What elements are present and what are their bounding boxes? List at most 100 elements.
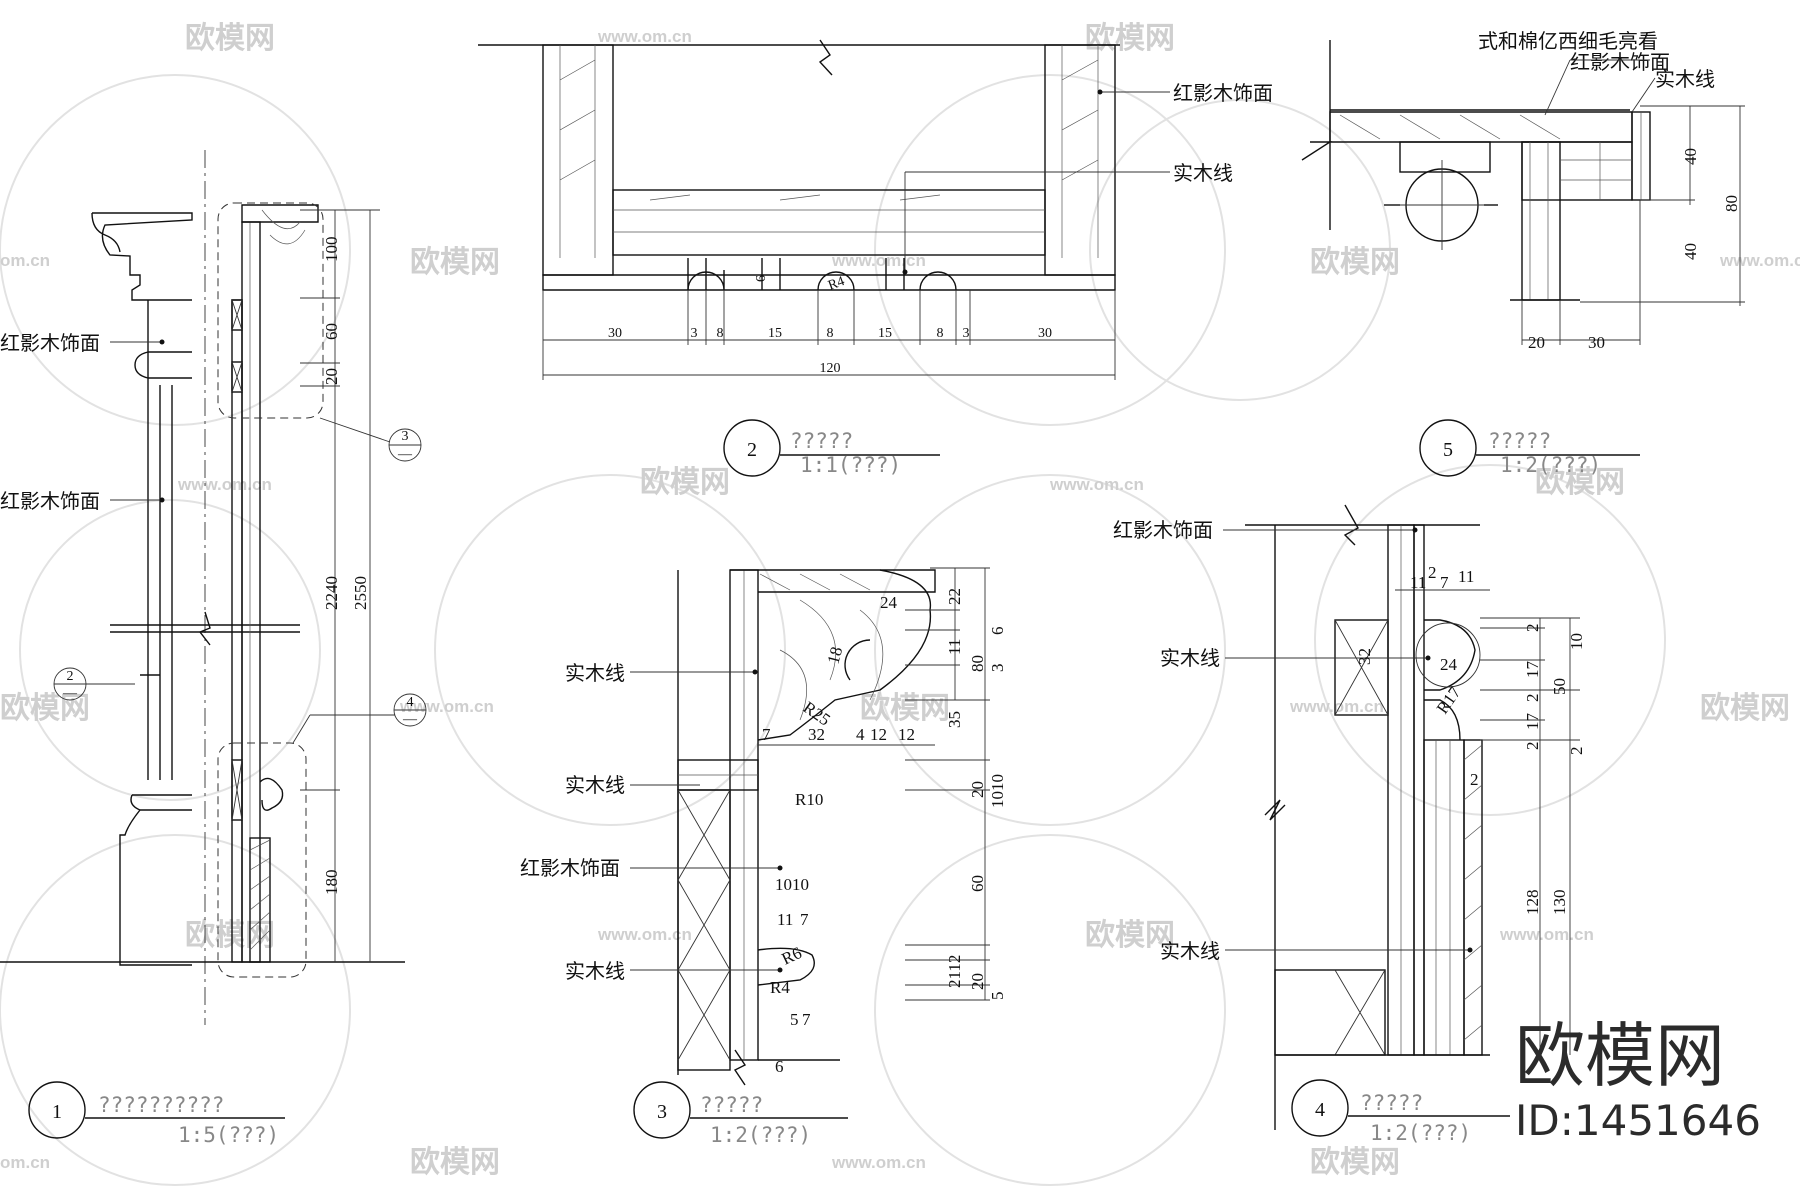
watermark-text: 欧模网	[1085, 918, 1175, 953]
label-solid-wood: 实木线	[565, 959, 625, 983]
dim-4-130: 130	[1550, 890, 1569, 916]
detail-5-title: ?????	[1488, 429, 1551, 453]
dim-4-10: 10	[1567, 633, 1586, 650]
label-red-veneer: 红影木饰面	[1173, 81, 1273, 105]
watermark-text: 欧模网	[410, 1145, 500, 1180]
dim-4-2: 2	[1523, 624, 1542, 633]
detail-3-scale: 1:2(???)	[710, 1123, 811, 1147]
dim-5-40: 40	[1681, 148, 1700, 165]
dim-3-1010: 1010	[775, 875, 809, 894]
watermark-url: om.cn	[0, 251, 50, 270]
label-red-veneer: 红影木饰面	[0, 489, 100, 513]
watermark-url: om.cn	[0, 1153, 50, 1172]
dim-5-80: 80	[1722, 195, 1741, 212]
dim-3-20: 20	[968, 781, 987, 798]
detail-5-scale: 1:2(???)	[1500, 453, 1601, 477]
watermark-text: 欧模网	[1310, 245, 1400, 280]
label-red-veneer: 红影木饰面	[1113, 518, 1213, 542]
detail-4-number: 4	[1315, 1099, 1325, 1121]
callout-2-number: 2	[67, 669, 74, 684]
callout-4-sheet: —	[402, 712, 418, 727]
detail-1-column: 3 — 4 — 2 — 100 60 20 2240 2550 180 红影木饰…	[0, 150, 427, 1147]
dim-2-15: 15	[768, 326, 782, 341]
watermark-url: www.om.cn	[597, 27, 692, 46]
dim-5-20: 20	[1528, 333, 1545, 352]
watermark-text: 欧模网	[860, 691, 950, 726]
dim-4-r17: R17	[1433, 683, 1465, 718]
dim-3-80: 80	[968, 655, 987, 672]
dim-3-18: 18	[824, 645, 847, 666]
dim-3-12: 12	[870, 725, 887, 744]
label-solid-wood: 实木线	[1160, 646, 1220, 670]
dim-3-22: 22	[945, 588, 964, 605]
dim-4-2: 2	[1523, 694, 1542, 703]
dim-2-15: 15	[878, 326, 892, 341]
dim-4-2: 2	[1523, 742, 1542, 751]
dim-4-17: 17	[1523, 713, 1542, 731]
watermark-url: www.om.cn	[399, 697, 494, 716]
brand-id: ID:1451646	[1515, 1096, 1761, 1145]
detail-5-corner-section: 式和棉亿西细毛亮看 红影木饰面 实木线 40 40 80 20 30 5 ???…	[1301, 29, 1745, 477]
dim-5-30: 30	[1588, 333, 1605, 352]
detail-1-number: 1	[52, 1101, 62, 1123]
callout-2-sheet: —	[62, 686, 78, 701]
dim-4-17: 17	[1523, 661, 1542, 679]
watermark-url: www.om.cn	[1049, 475, 1144, 494]
label-partial-top: 式和棉亿西细毛亮看	[1478, 29, 1658, 53]
dim-3-24: 24	[880, 593, 898, 612]
dim-2-120: 120	[820, 361, 841, 376]
detail-4-title: ?????	[1360, 1091, 1423, 1115]
detail-3-title: ?????	[700, 1093, 763, 1117]
dim-3-r10: R10	[795, 790, 823, 809]
dim-3-7: 7	[802, 1010, 811, 1029]
dim-2-8: 8	[937, 326, 944, 341]
label-solid-wood: 实木线	[565, 773, 625, 797]
dim-2-6: 6	[754, 275, 769, 282]
dim-4-24: 24	[1440, 655, 1458, 674]
dim-3-11: 11	[945, 639, 964, 655]
dim-3-11: 11	[777, 910, 793, 929]
dim-3-4: 4	[856, 725, 865, 744]
dim-3-60: 60	[968, 875, 987, 892]
dim-1-2550: 2550	[351, 576, 370, 610]
dim-3-3: 3	[988, 664, 1007, 673]
detail-3-cornice-section: 实木线 实木线 红影木饰面 实木线 22 6 11 3 80 35 20 101…	[520, 567, 1007, 1147]
watermark-text: 欧模网	[1700, 691, 1790, 726]
detail-4-base-section: 红影木饰面 实木线 实木线 11 2 7 11 32 24 R17 2 2 10…	[1113, 504, 1586, 1145]
dim-1-20: 20	[322, 368, 341, 385]
watermark-text: 欧模网	[1535, 465, 1625, 500]
dim-4-2: 2	[1567, 747, 1586, 756]
watermark-text: 欧模网	[640, 465, 730, 500]
detail-2-number: 2	[747, 439, 757, 461]
dim-4-128: 128	[1523, 890, 1542, 916]
dim-4-50: 50	[1550, 678, 1569, 695]
detail-2-scale: 1:1(???)	[800, 453, 901, 477]
dim-2-30: 30	[1038, 326, 1052, 341]
watermark-text: 欧模网	[0, 691, 90, 726]
detail-2-frame-section: 红影木饰面 实木线 30 3 8 15 8 15 8 3 30 120 6 R4…	[478, 39, 1273, 477]
dim-3-5: 5	[790, 1010, 799, 1029]
dim-4-32: 32	[1355, 648, 1374, 665]
dim-4-2: 2	[1470, 770, 1479, 789]
detail-5-number: 5	[1443, 439, 1453, 461]
dim-3-32: 32	[808, 725, 825, 744]
watermark-url: www.om.cn	[1719, 251, 1800, 270]
dim-2-8: 8	[827, 326, 834, 341]
label-solid-wood: 实木线	[565, 661, 625, 685]
label-solid-wood: 实木线	[1173, 161, 1233, 185]
dim-3-r6: R6	[779, 943, 805, 969]
watermark-url: www.om.cn	[1289, 697, 1384, 716]
dim-3-2112: 2112	[945, 955, 964, 988]
dim-4-11: 11	[1458, 567, 1474, 586]
label-solid-wood: 实木线	[1160, 939, 1220, 963]
callout-4-number: 4	[407, 695, 414, 710]
dim-4-2: 2	[1428, 563, 1437, 582]
watermark-url: www.om.cn	[597, 925, 692, 944]
detail-2-title: ?????	[790, 429, 853, 453]
watermark-text: 欧模网	[1310, 1145, 1400, 1180]
watermark-text: 欧模网	[410, 245, 500, 280]
label-red-veneer: 红影木饰面	[1570, 50, 1670, 74]
dim-3-20: 20	[968, 973, 987, 990]
dim-3-35: 35	[945, 711, 964, 728]
